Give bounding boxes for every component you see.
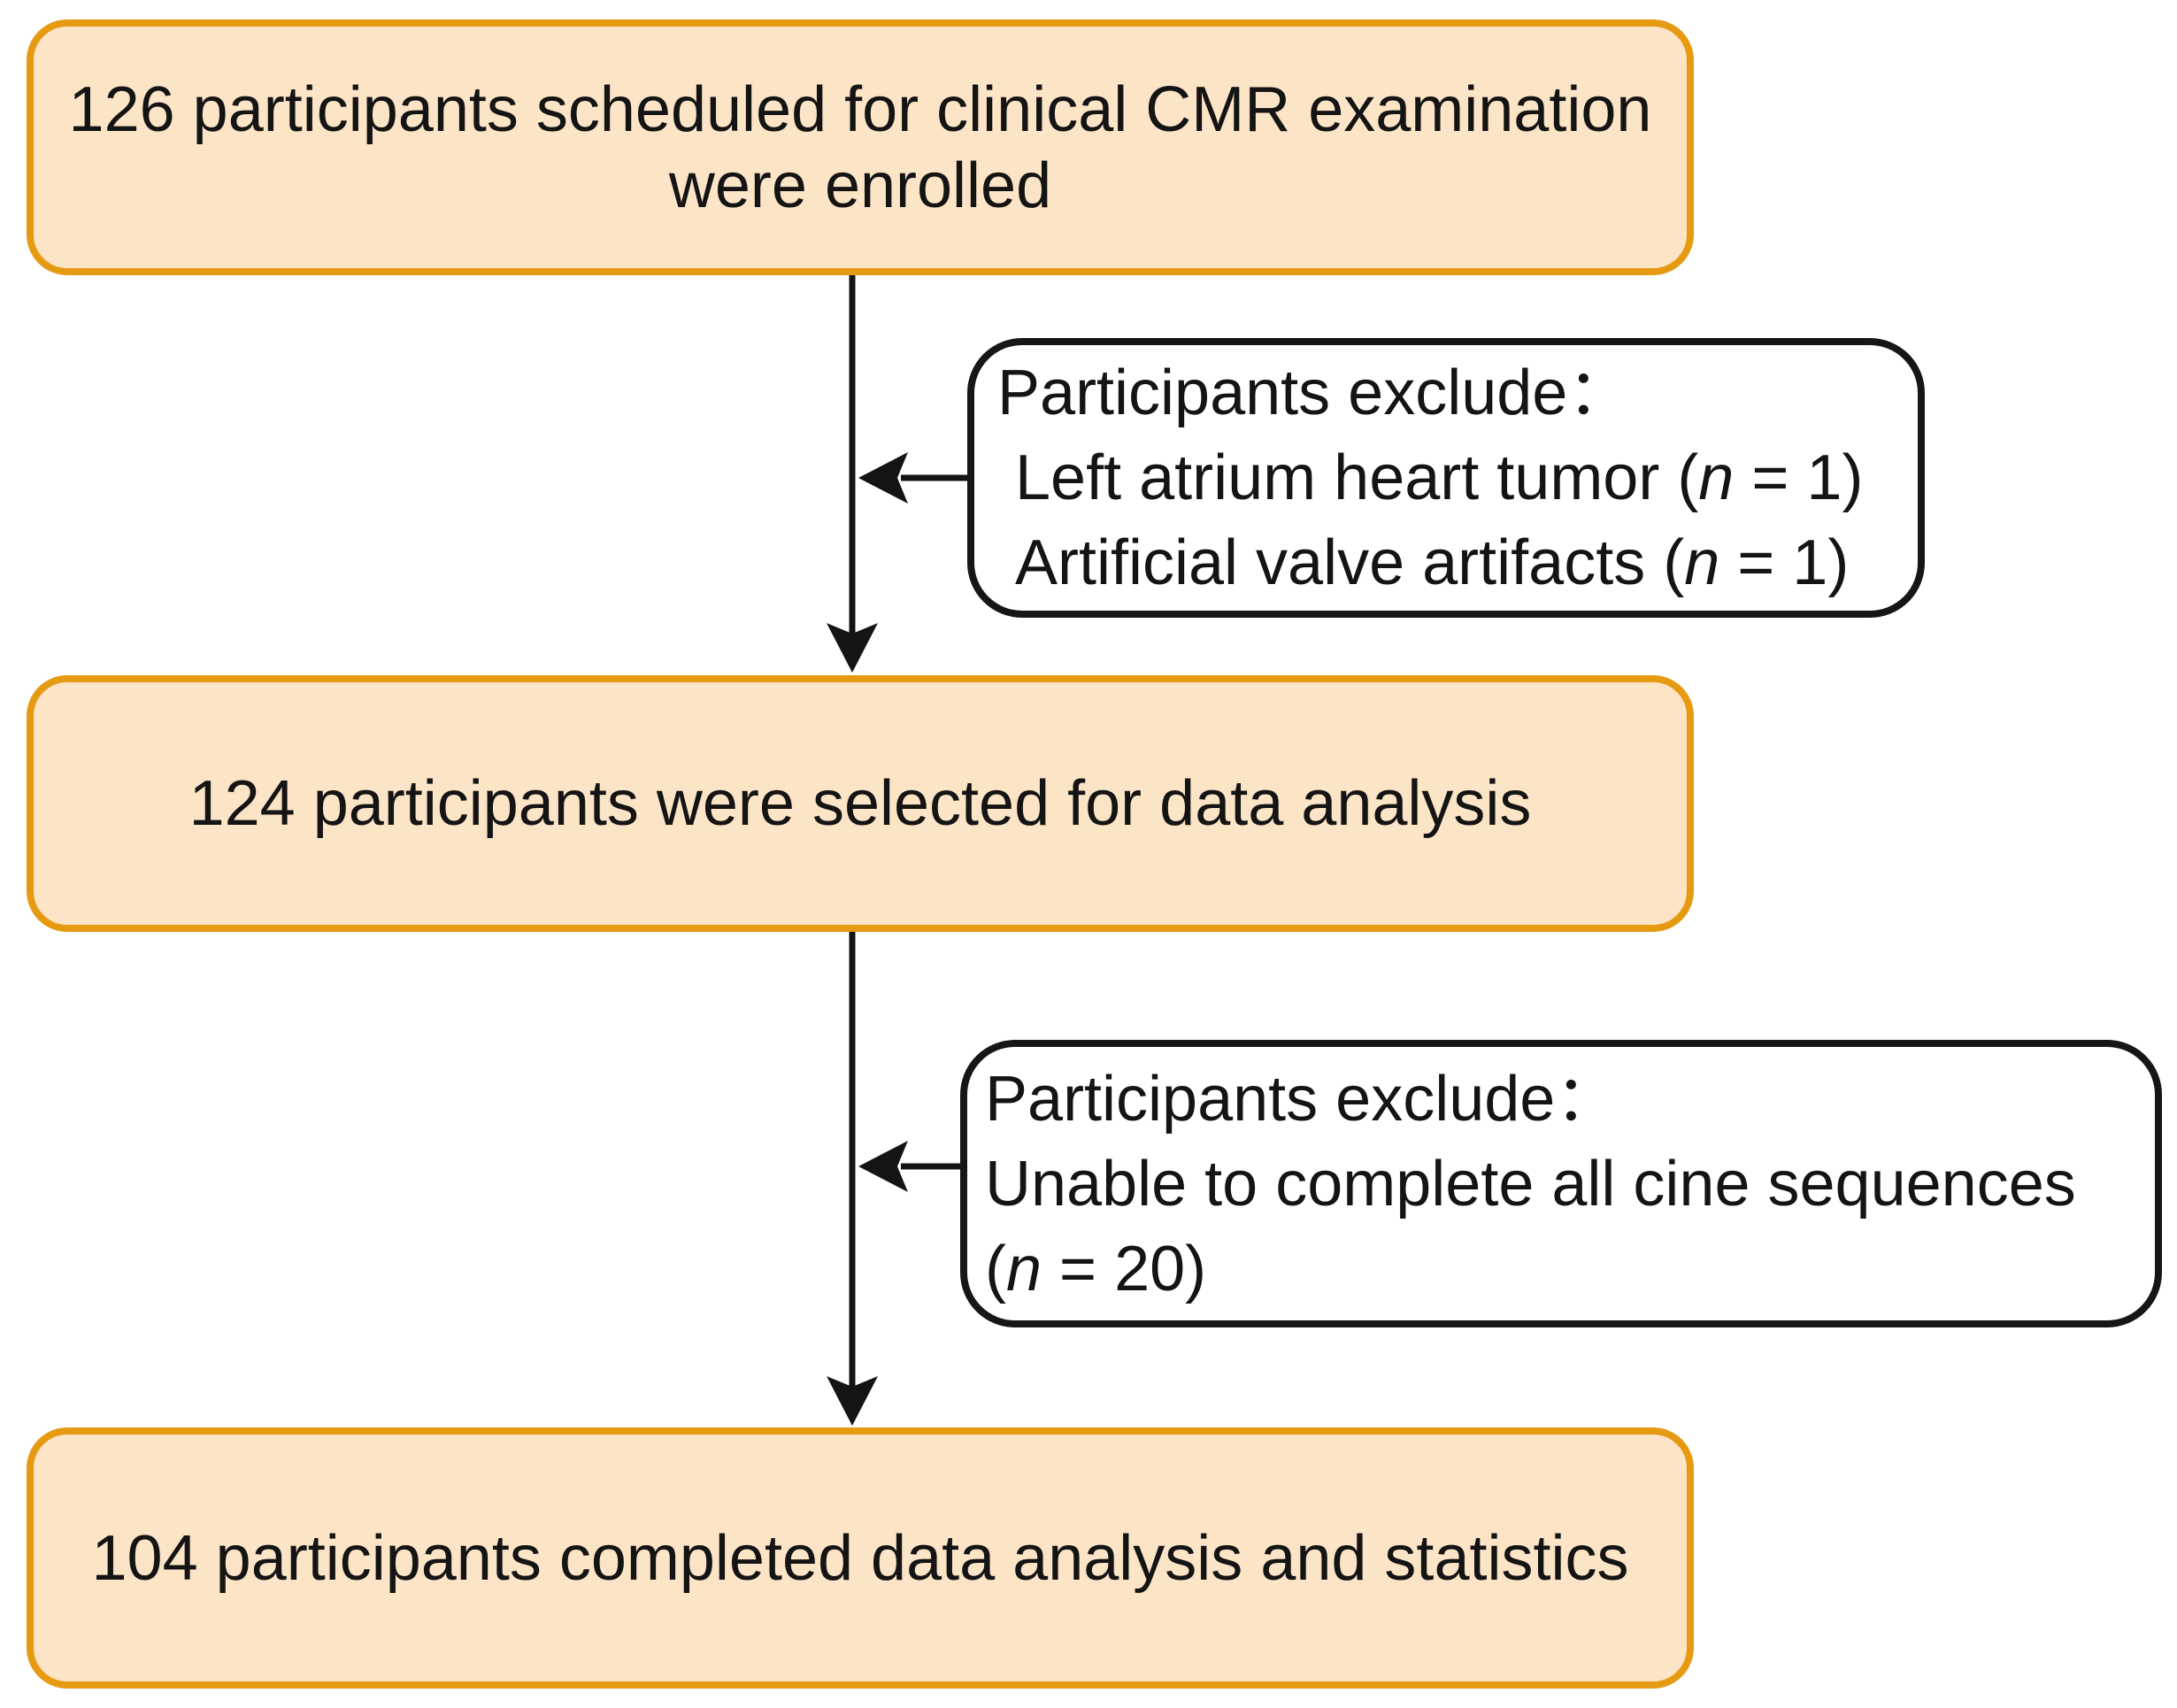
arrowhead-left-1: [858, 452, 908, 504]
exclusion-2-item-2: (n = 20): [985, 1227, 2155, 1312]
exclusion-1-heading: Participants exclude：: [997, 358, 1632, 428]
box-enrolled-line-2: were enrolled: [668, 150, 1052, 221]
exclusion-box-2: Participants exclude： Unable to complete…: [960, 1040, 2162, 1327]
box-enrolled-line-1: 126 participants scheduled for clinical …: [68, 73, 1652, 145]
box-enrolled: 126 participants scheduled for clinical …: [27, 19, 1694, 275]
box-completed: 104 participants completed data analysis…: [27, 1427, 1694, 1689]
exclusion-2-item-2-count: = 20): [1042, 1233, 1207, 1304]
box-selected: 124 participants were selected for data …: [27, 675, 1694, 932]
box-completed-line-1: 104 participants completed data analysis…: [91, 1522, 1629, 1594]
exclusion-2-item-1: Unable to complete all cine sequences: [985, 1142, 2155, 1227]
arrowhead-left-2: [858, 1141, 908, 1192]
exclusion-1-item-1-text: Left atrium heart tumor (: [997, 442, 1699, 513]
box-selected-line-1: 124 participants were selected for data …: [188, 768, 1532, 839]
exclusion-1-item-1: Left atrium heart tumor (n = 1): [997, 435, 1918, 520]
exclusion-1-item-1-count: = 1): [1734, 442, 1864, 513]
exclusion-1-item-2: Artificial valve artifacts (n = 1): [997, 520, 1918, 605]
exclusion-1-item-1-n: n: [1698, 442, 1735, 513]
exclusion-1-item-2-text: Artificial valve artifacts (: [997, 527, 1685, 598]
exclusion-1-item-2-n: n: [1684, 527, 1720, 598]
exclusion-2-item-1-text: Unable to complete all cine sequences: [985, 1148, 2076, 1219]
exclusion-1-item-2-count: = 1): [1719, 527, 1850, 598]
exclusion-2-item-2-n: n: [1005, 1233, 1042, 1304]
exclusion-2-heading: Participants exclude：: [985, 1063, 1619, 1135]
exclusion-2-item-2-text: (: [985, 1233, 1006, 1304]
exclusion-box-1: Participants exclude： Left atrium heart …: [967, 338, 1925, 618]
arrowhead-down-2: [827, 1376, 878, 1426]
arrowhead-down-1: [827, 623, 878, 673]
